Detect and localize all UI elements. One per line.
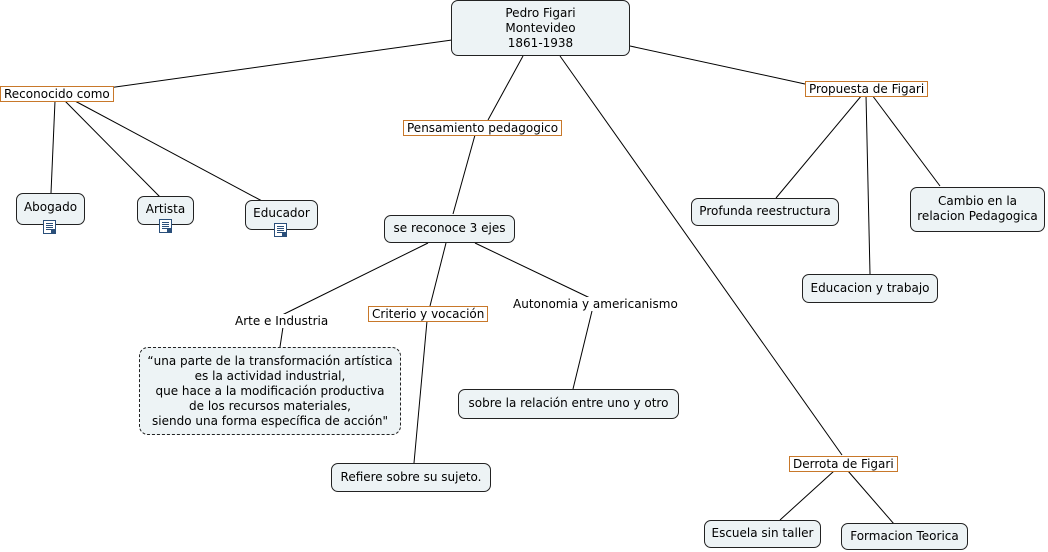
link-arte-quote	[279, 326, 284, 348]
link-reconocido-artista	[64, 100, 161, 198]
concept-educacion-y-trabajo[interactable]: Educacion y trabajo	[802, 274, 938, 303]
document-icon[interactable]	[274, 223, 287, 237]
link-ejes-arte	[271, 242, 429, 321]
concept-sobre-la-relacion[interactable]: sobre la relación entre uno y otro	[458, 389, 679, 419]
document-icon[interactable]	[43, 220, 56, 234]
cambio-line-2: relacion Pedagogica	[917, 209, 1038, 223]
cambio-line-1: Cambio en la	[937, 194, 1018, 208]
teorica-label: Formacion Teorica	[850, 529, 959, 543]
concept-se-reconoce-3-ejes[interactable]: se reconoce 3 ejes	[384, 215, 515, 243]
abogado-label: Abogado	[23, 200, 78, 214]
concept-cambio-relacion-pedagogica[interactable]: Cambio en la relacion Pedagogica	[910, 187, 1045, 232]
trabajo-label: Educacion y trabajo	[810, 281, 930, 295]
link-autonomia-relacion	[572, 310, 593, 390]
sujeto-label: Refiere sobre su sujeto.	[340, 470, 482, 484]
link-propuesta-reestructura	[775, 94, 863, 199]
quote-line-3: que hace a la modificación productiva	[155, 384, 385, 398]
link-pensamiento-ejes	[452, 134, 476, 215]
quote-line-5: siendo una forma específica de acción"	[152, 414, 388, 428]
link-root-propuesta	[629, 45, 806, 85]
phrase-derrota-de-figari[interactable]: Derrota de Figari	[789, 456, 898, 472]
root-line-1: Pedro Figari	[505, 6, 576, 20]
label-arte-e-industria[interactable]: Arte e Industria	[233, 314, 331, 328]
link-reconocido-abogado	[50, 100, 56, 194]
link-propuesta-trabajo	[865, 94, 871, 275]
link-propuesta-cambio	[871, 94, 941, 187]
link-root-reconocido	[107, 39, 453, 89]
concept-pedro-figari[interactable]: Pedro Figari Montevideo 1861-1938	[451, 0, 630, 56]
phrase-reconocido-como[interactable]: Reconocido como	[0, 86, 114, 102]
root-line-2: Montevideo	[505, 21, 576, 35]
link-derrota-taller	[779, 470, 835, 521]
root-line-3: 1861-1938	[507, 36, 574, 50]
concept-formacion-teorica[interactable]: Formacion Teorica	[841, 523, 968, 550]
relacion-label: sobre la relación entre uno y otro	[468, 396, 669, 410]
link-root-derrota	[559, 55, 843, 456]
quote-line-2: es la actividad industrial,	[194, 369, 346, 383]
link-derrota-teorica	[847, 470, 895, 525]
concept-escuela-sin-taller[interactable]: Escuela sin taller	[704, 520, 821, 548]
link-ejes-autonomia	[474, 242, 591, 299]
link-root-pensamiento	[487, 55, 524, 121]
concept-profunda-reestructura[interactable]: Profunda reestructura	[691, 198, 839, 226]
concept-quote-transformacion[interactable]: “una parte de la transformación artístic…	[139, 347, 401, 435]
reestructura-label: Profunda reestructura	[699, 204, 831, 218]
label-autonomia-y-americanismo[interactable]: Autonomia y americanismo	[511, 297, 680, 311]
ejes-label: se reconoce 3 ejes	[393, 221, 506, 235]
taller-label: Escuela sin taller	[711, 526, 814, 540]
concept-refiere-sobre-su-sujeto[interactable]: Refiere sobre su sujeto.	[331, 463, 491, 492]
quote-line-4: de los recursos materiales,	[189, 399, 351, 413]
artista-label: Artista	[145, 202, 186, 216]
quote-line-1: “una parte de la transformación artístic…	[147, 354, 393, 368]
phrase-criterio-y-vocacion[interactable]: Criterio y vocación	[368, 306, 489, 322]
educador-label: Educador	[253, 206, 310, 220]
link-criterio-sujeto	[413, 320, 428, 464]
phrase-propuesta-de-figari[interactable]: Propuesta de Figari	[805, 81, 929, 97]
document-icon[interactable]	[159, 219, 172, 233]
link-reconocido-educador	[74, 100, 263, 202]
link-ejes-criterio	[429, 242, 447, 307]
phrase-pensamiento-pedagogico[interactable]: Pensamiento pedagogico	[403, 120, 563, 136]
